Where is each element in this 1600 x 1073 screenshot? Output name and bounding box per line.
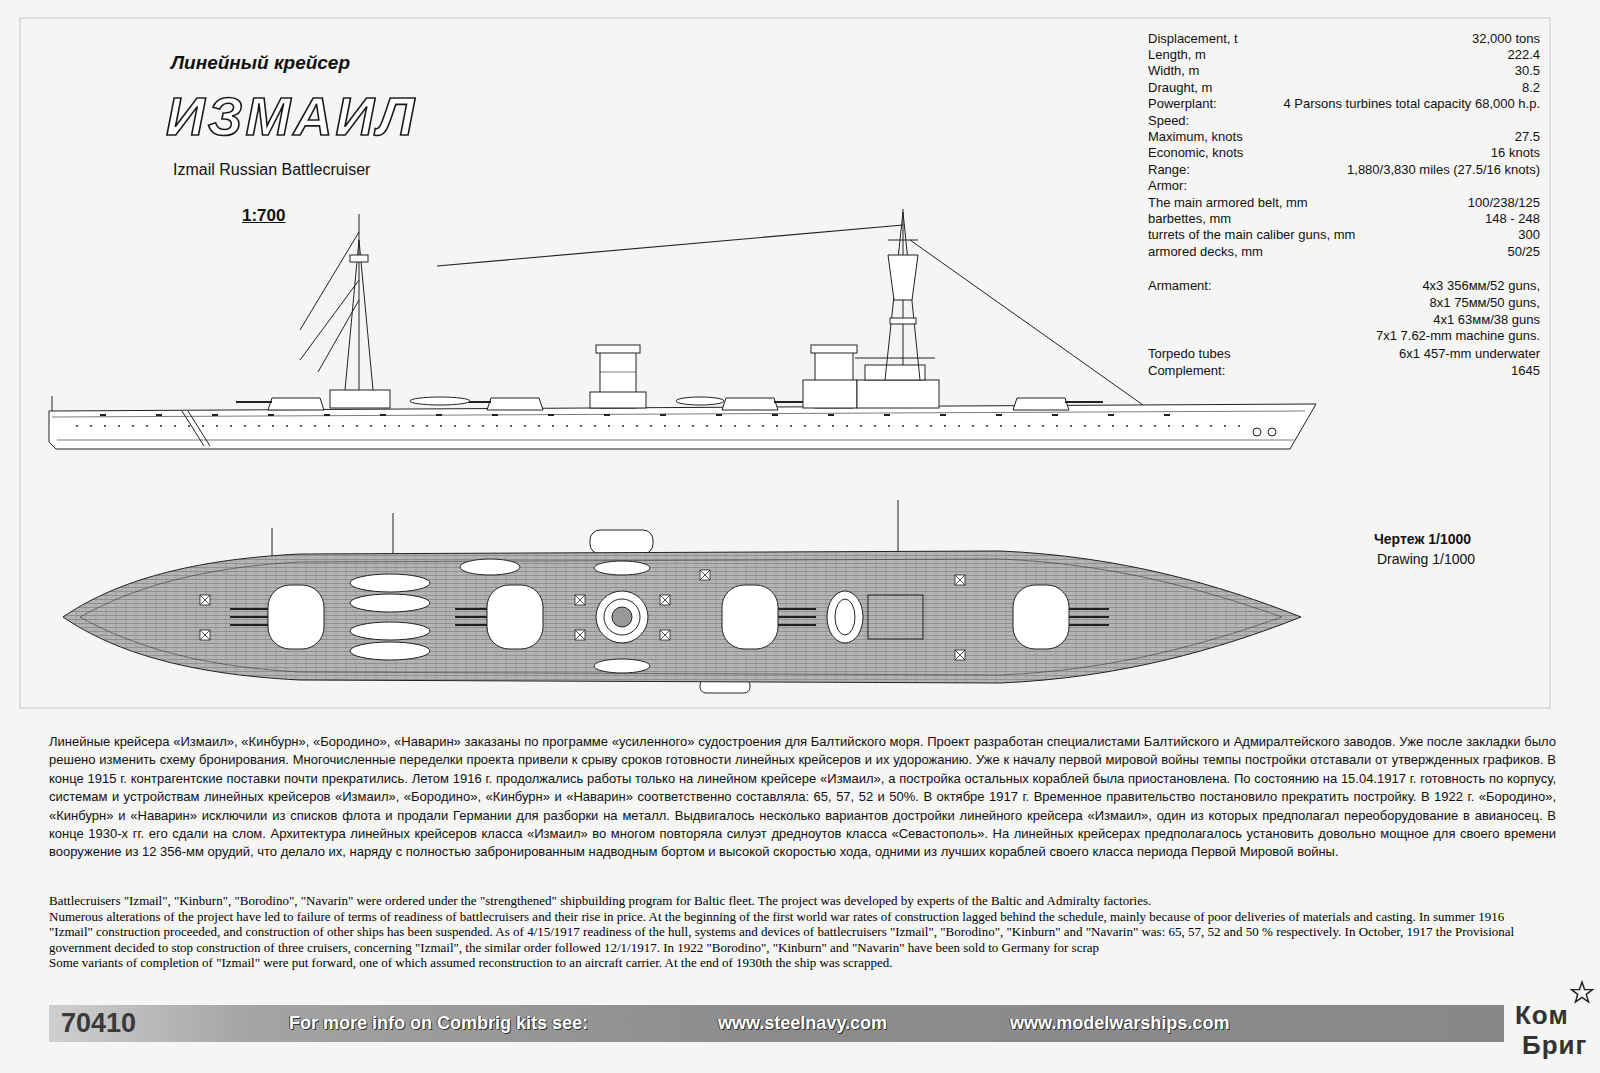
spec-value: 1,880/3,830 miles (27.5/16 knots) <box>1347 162 1540 178</box>
side-profile <box>49 209 1316 449</box>
spec-value: 4x3 356мм/52 guns, <box>1422 278 1540 294</box>
spec-name: Range: <box>1148 162 1190 178</box>
logo-text: Ком <box>1515 1000 1569 1031</box>
spec-value: 50/25 <box>1507 244 1540 260</box>
spec-value: 1645 <box>1511 363 1540 379</box>
model-scale: 1:700 <box>242 206 285 226</box>
ship-name-title: ИЗМАИЛ <box>166 84 417 149</box>
spec-name: Torpedo tubes <box>1148 346 1230 362</box>
logo-text: Бриг <box>1522 1030 1587 1061</box>
drawing-scale: Drawing 1/1000 <box>1377 551 1475 568</box>
spec-value: 30.5 <box>1515 63 1540 79</box>
band-text: www.steelnavy.com <box>718 1013 887 1034</box>
info-band: 70410 For more info on Combrig kits see: w… <box>49 1005 1504 1042</box>
spec-name: Width, m <box>1148 63 1199 79</box>
ship-class-heading: Линейный крейсер <box>171 52 350 75</box>
spec-value: 4 Parsons turbines total capacity 68,000… <box>1283 96 1540 112</box>
history-text-english: Battlecruisers "Izmail", "Kinburn", "Bor… <box>49 893 1529 909</box>
band-text: www.modelwarships.com <box>1010 1013 1229 1034</box>
spec-name: The main armored belt, mm <box>1148 195 1308 211</box>
spec-name: turrets of the main caliber guns, mm <box>1148 227 1355 243</box>
kit-number: 70410 <box>61 1008 136 1039</box>
spec-name: Powerplant: <box>1148 96 1217 112</box>
spec-value: 8x1 75мм/50 guns, <box>1430 295 1540 311</box>
spec-name: Economic, knots <box>1148 145 1243 161</box>
spec-name: Maximum, knots <box>1148 129 1243 145</box>
spec-value: 7x1 7.62-mm machine guns. <box>1376 328 1540 344</box>
spec-name: barbettes, mm <box>1148 211 1231 227</box>
spec-value: 8.2 <box>1522 80 1540 96</box>
history-text-english: Some variants of completion of "Izmail" … <box>49 955 1529 971</box>
spec-value: 16 knots <box>1491 145 1540 161</box>
history-text-english: Numerous alterations of the project have… <box>49 909 1529 956</box>
plan-view <box>63 500 1301 693</box>
spec-value: 32,000 tons <box>1472 31 1540 47</box>
history-text-russian: Линейные крейсера «Измаил», «Кинбурн», «… <box>49 733 1556 862</box>
spec-value: 148 - 248 <box>1485 211 1540 227</box>
band-text: For more info on Combrig kits see: <box>289 1013 588 1034</box>
english-subtitle: Izmail Russian Battlecruiser <box>173 160 370 179</box>
spec-value: 6x1 457-mm underwater <box>1399 346 1540 362</box>
spec-value: 300 <box>1518 227 1540 243</box>
spec-name: Length, m <box>1148 47 1206 63</box>
sheet-frame <box>20 18 1550 708</box>
spec-name: armored decks, mm <box>1148 244 1263 260</box>
spec-value: 100/238/125 <box>1468 195 1540 211</box>
spec-name: Draught, m <box>1148 80 1212 96</box>
logo-star <box>1572 982 1593 1002</box>
spec-value: 4x1 63мм/38 guns <box>1433 312 1540 328</box>
spec-name: Armament: <box>1148 278 1212 294</box>
spec-value: 27.5 <box>1515 129 1540 145</box>
spec-name: Displacement, t <box>1148 31 1238 47</box>
drawing-scale: Чертеж 1/1000 <box>1374 531 1471 548</box>
spec-name: Speed: <box>1148 113 1189 129</box>
spec-value: 222.4 <box>1507 47 1540 63</box>
spec-name: Armor: <box>1148 178 1187 194</box>
spec-name: Complement: <box>1148 363 1225 379</box>
